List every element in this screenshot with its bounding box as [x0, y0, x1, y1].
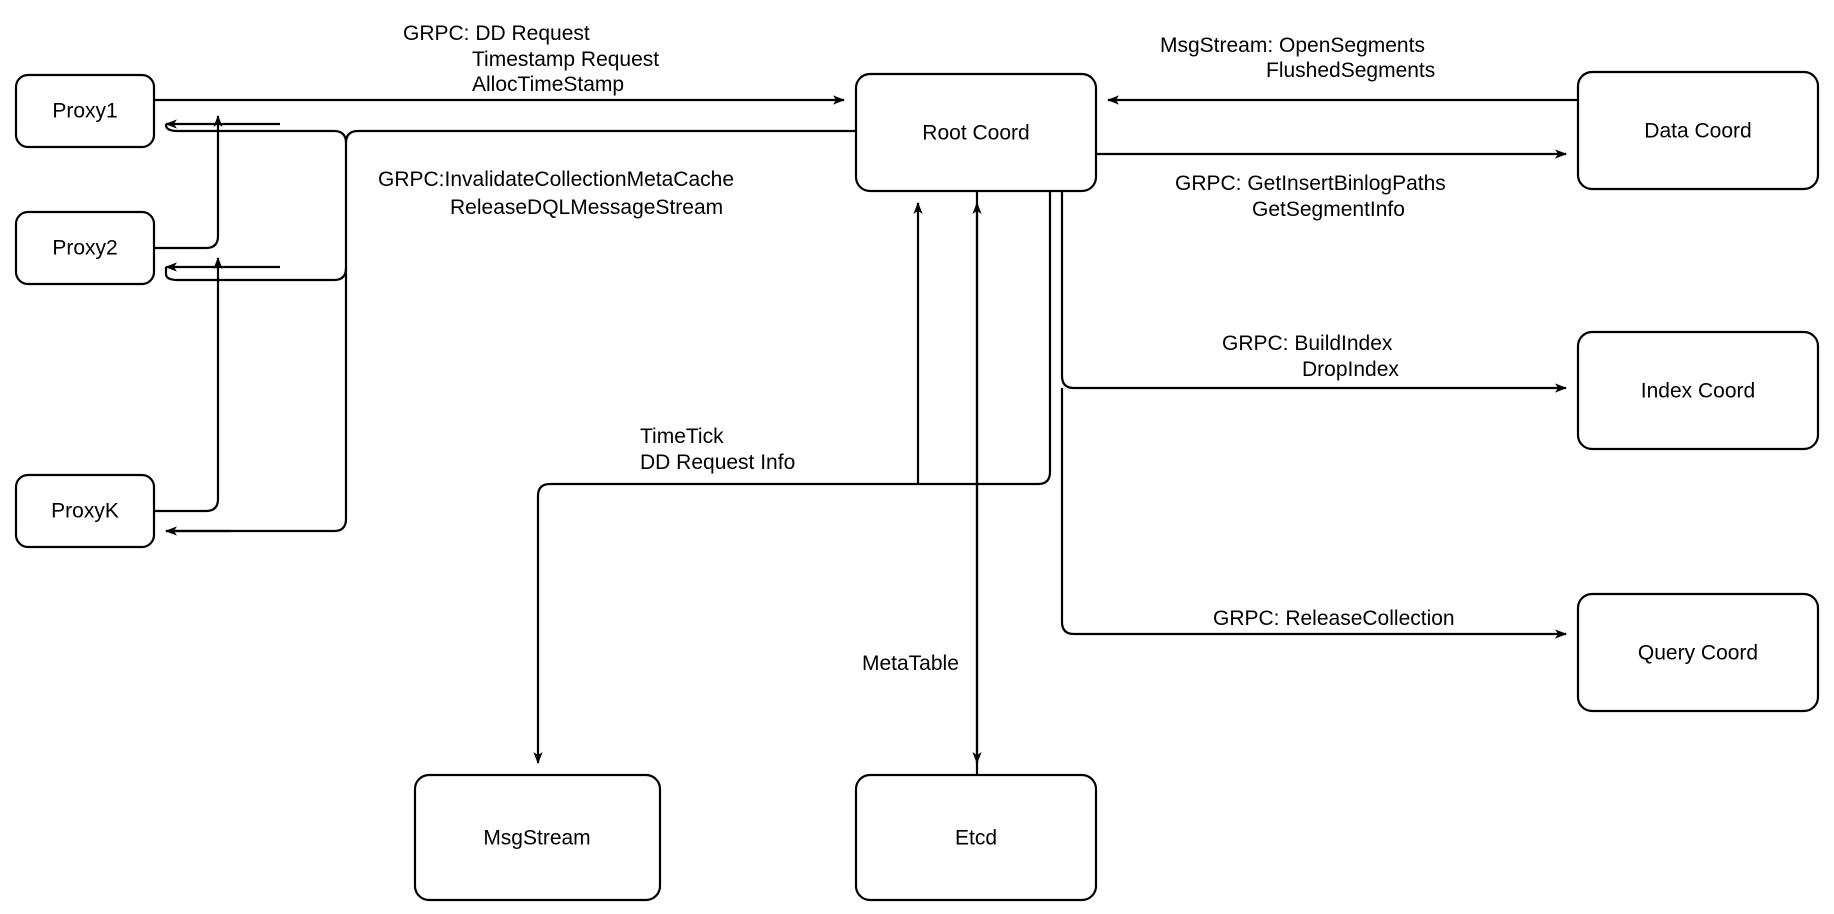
- edge-rootcoord-to-proxy1: [164, 119, 856, 536]
- node-etcd-label: Etcd: [955, 827, 997, 850]
- node-datacoord-box[interactable]: [1576, 70, 1820, 191]
- edge-rootcoord-to-msgstream-line: [533, 191, 1052, 764]
- label-meta-table: MetaTable: [862, 652, 959, 675]
- label-grpc-build-index: GRPC: BuildIndex: [1222, 332, 1393, 355]
- label-grpc-get-insert-binlog-paths: GRPC: GetInsertBinlogPaths: [1175, 172, 1446, 195]
- label-time-tick: TimeTick: [640, 425, 724, 448]
- node-proxy1[interactable]: Proxy1: [14, 73, 156, 149]
- node-querycoord-box[interactable]: [1576, 592, 1820, 713]
- node-rootcoord-box[interactable]: [854, 72, 1098, 193]
- label-group-rootcoord-to-datacoord: GRPC: GetInsertBinlogPaths GetSegmentInf…: [1175, 172, 1446, 221]
- node-indexcoord-label: Index Coord: [1641, 380, 1755, 403]
- edge-rootcoord-to-indexcoord-line: [1060, 191, 1567, 393]
- node-proxy2[interactable]: Proxy2: [14, 210, 156, 286]
- node-etcd[interactable]: Etcd: [854, 773, 1098, 902]
- label-grpc-release-collection: GRPC: ReleaseCollection: [1213, 607, 1455, 630]
- edge-proxy2-merge: [154, 115, 223, 250]
- node-rootcoord-label: Root Coord: [922, 122, 1029, 145]
- label-release-dql-message-stream: ReleaseDQLMessageStream: [450, 196, 723, 219]
- label-group-datacoord-to-rootcoord: MsgStream: OpenSegments FlushedSegments: [1160, 34, 1435, 82]
- node-msgstream-box[interactable]: [413, 773, 662, 902]
- label-group-rootcoord-etcd: MetaTable: [862, 652, 959, 675]
- label-dd-request-info: DD Request Info: [640, 451, 795, 474]
- edge-rootcoord-etcd: [913, 191, 982, 775]
- edge-proxy2-merge-line: [154, 115, 223, 250]
- label-group-rootcoord-to-proxy: GRPC:InvalidateCollectionMetaCache Relea…: [378, 168, 734, 219]
- label-flushed-segments: FlushedSegments: [1266, 59, 1435, 82]
- label-drop-index: DropIndex: [1302, 358, 1399, 381]
- label-alloc-timestamp: AllocTimeStamp: [472, 73, 624, 96]
- node-proxy1-label: Proxy1: [52, 100, 117, 123]
- label-group-rootcoord-to-querycoord: GRPC: ReleaseCollection: [1213, 607, 1455, 630]
- node-msgstream[interactable]: MsgStream: [413, 773, 662, 902]
- node-rootcoord[interactable]: Root Coord: [854, 72, 1098, 193]
- edge-branch-to-proxy1: [164, 123, 348, 144]
- node-proxyk[interactable]: ProxyK: [14, 473, 156, 549]
- node-datacoord[interactable]: Data Coord: [1576, 70, 1820, 191]
- edge-rootcoord-to-indexcoord: [1060, 191, 1567, 393]
- label-group-rootcoord-to-msgstream: TimeTick DD Request Info: [640, 425, 795, 474]
- label-msgstream-open-segments: MsgStream: OpenSegments: [1160, 34, 1425, 57]
- edge-branch-to-proxy2: [164, 267, 348, 282]
- node-querycoord[interactable]: Query Coord: [1576, 592, 1820, 713]
- node-msgstream-label: MsgStream: [483, 827, 590, 850]
- label-group-rootcoord-to-indexcoord: GRPC: BuildIndex DropIndex: [1222, 332, 1399, 381]
- node-indexcoord[interactable]: Index Coord: [1576, 330, 1820, 451]
- label-group-proxy-to-rootcoord: GRPC: DD Request Timestamp Request Alloc…: [403, 22, 659, 96]
- node-proxy1-box[interactable]: [14, 73, 156, 149]
- edge-rootcoord-to-msgstream: [533, 191, 1052, 764]
- edge-proxyk-merge-line: [154, 257, 223, 513]
- edge-rootcoord-to-querycoord: [1060, 388, 1567, 639]
- node-proxyk-label: ProxyK: [51, 500, 119, 523]
- label-grpc-dd-request: GRPC: DD Request: [403, 22, 590, 45]
- node-proxyk-box[interactable]: [14, 473, 156, 549]
- label-invalidate-collection-meta-cache: GRPC:InvalidateCollectionMetaCache: [378, 168, 734, 191]
- label-timestamp-request: Timestamp Request: [472, 48, 659, 71]
- label-get-segment-info: GetSegmentInfo: [1252, 198, 1405, 221]
- edge-rootcoord-feed: [166, 129, 856, 533]
- node-querycoord-label: Query Coord: [1638, 642, 1758, 665]
- node-indexcoord-box[interactable]: [1576, 330, 1820, 451]
- edge-rootcoord-to-querycoord-line: [1060, 388, 1567, 639]
- node-proxy2-box[interactable]: [14, 210, 156, 286]
- node-datacoord-label: Data Coord: [1644, 120, 1751, 143]
- node-etcd-box[interactable]: [854, 773, 1098, 902]
- node-proxy2-label: Proxy2: [52, 237, 117, 260]
- edge-proxyk-merge: [154, 257, 223, 513]
